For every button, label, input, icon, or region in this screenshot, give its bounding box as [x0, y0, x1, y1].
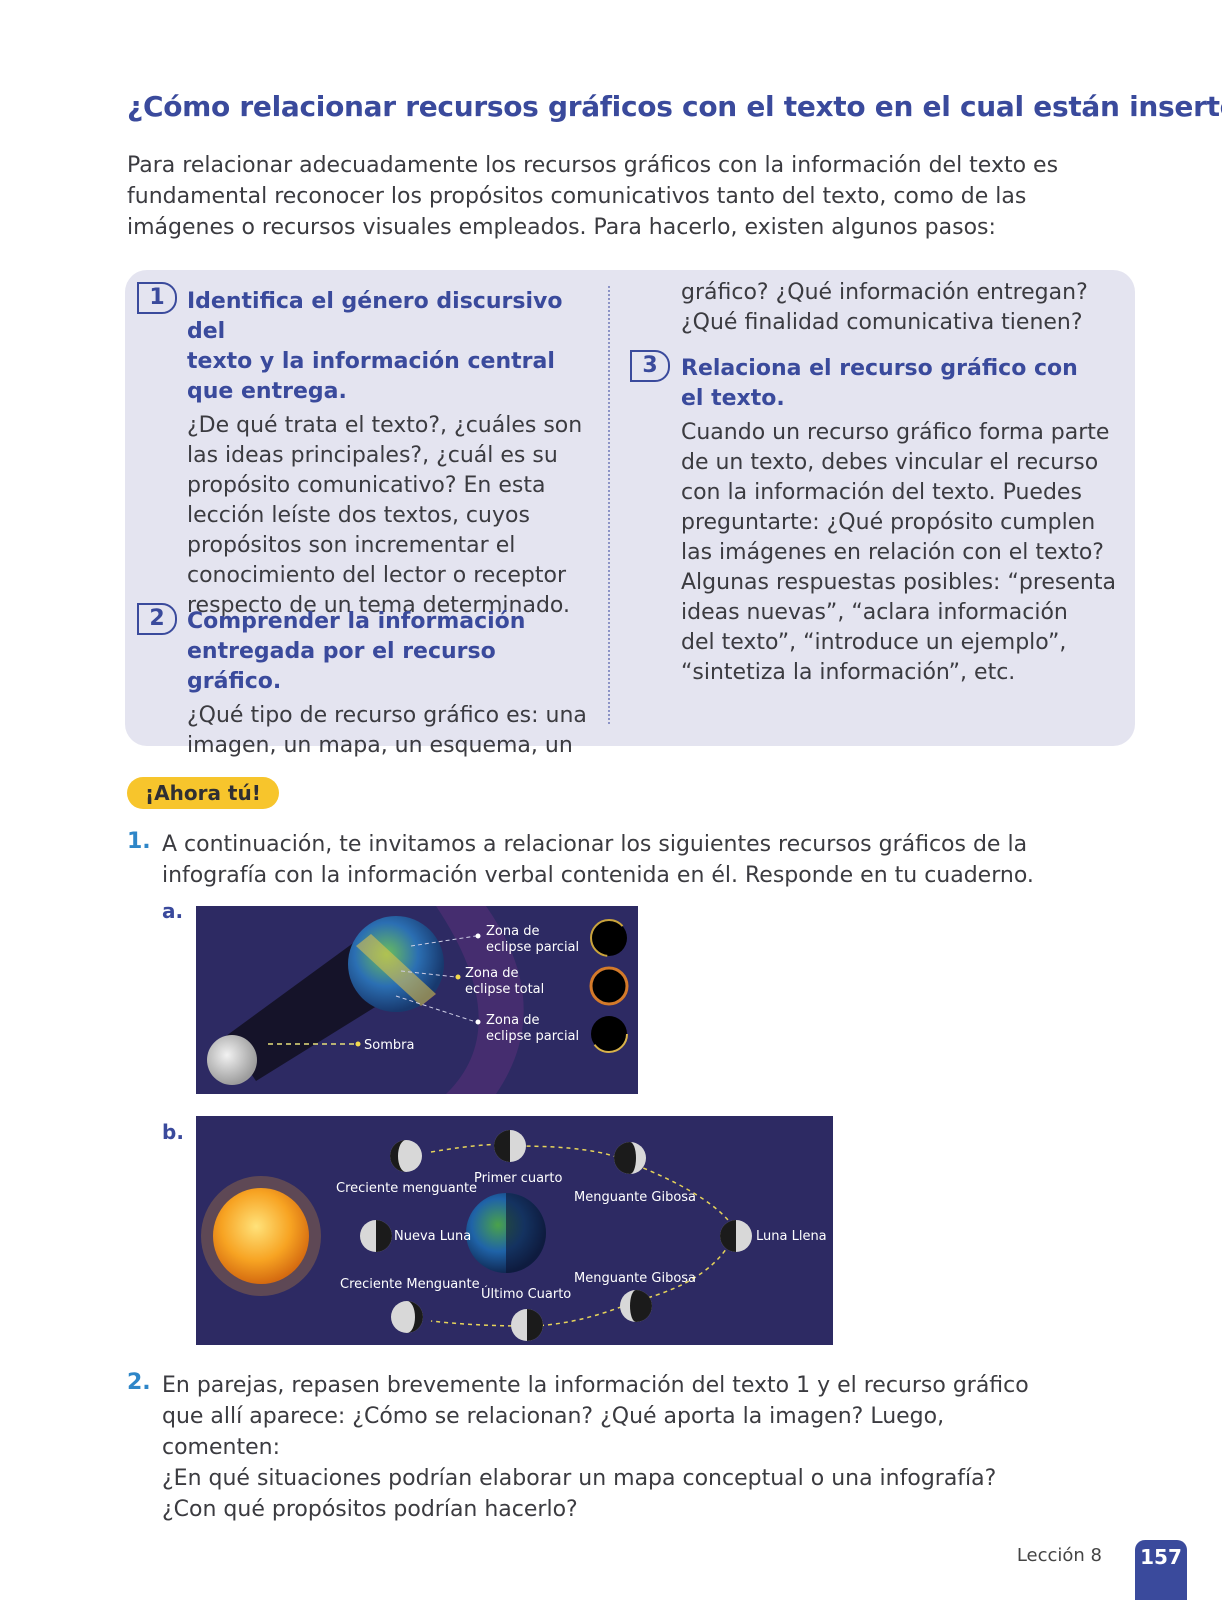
label-menguante-gibosa-bottom: Menguante Gibosa	[574, 1271, 696, 1286]
step-number-badge: 2	[137, 603, 177, 635]
moon-shadow	[407, 1301, 423, 1333]
pointer-dot	[455, 974, 461, 980]
step-title-line: que entrega.	[187, 379, 347, 404]
step-number-badge: 1	[137, 282, 177, 314]
step-title-line: Relaciona el recurso gráfico con	[681, 356, 1078, 381]
step-title-line: el texto.	[681, 386, 785, 411]
step-2-continued: gráfico? ¿Qué información entregan? ¿Qué…	[681, 278, 1121, 338]
step-1: Identifica el género discursivo del text…	[187, 287, 597, 621]
moon-shadow	[614, 1142, 636, 1174]
label-partial-bottom-2: eclipse parcial	[486, 1029, 579, 1044]
question-line: En parejas, repasen brevemente la inform…	[162, 1373, 1029, 1398]
question-line: ¿En qué situaciones podrían elaborar un …	[162, 1466, 997, 1491]
question-number: 2.	[127, 1370, 151, 1395]
label-partial-bottom-1: Zona de	[486, 1013, 539, 1028]
step-body-line: Algunas respuestas posibles: “presenta	[681, 570, 1116, 595]
eclipse-zone-band	[356, 934, 436, 1006]
pointer-dot	[475, 933, 481, 939]
page-number: 157	[1135, 1540, 1187, 1600]
question-number: 1.	[127, 829, 151, 854]
step-title-line: entregada por el recurso gráfico.	[187, 639, 496, 694]
pointer-dot	[355, 1041, 361, 1047]
step-body-line: de un texto, debes vincular el recurso	[681, 450, 1099, 475]
label-partial-top-2: eclipse parcial	[486, 940, 579, 955]
step-body-line: las imágenes en relación con el texto?	[681, 540, 1104, 565]
step-body-line: con la información del texto. Puedes	[681, 480, 1082, 505]
step-body-line: Cuando un recurso gráfico forma parte	[681, 420, 1110, 445]
label-total-1: Zona de	[465, 966, 518, 981]
intro-paragraph: Para relacionar adecuadamente los recurs…	[127, 150, 1127, 243]
step-body-line: del texto”, “introduce un ejemplo”,	[681, 630, 1067, 655]
moon-icon	[207, 1035, 257, 1085]
moon-shadow	[527, 1309, 543, 1341]
figure-a-label: a.	[162, 899, 184, 923]
moon-phases-infographic: Creciente menguante Primer cuarto Mengua…	[196, 1116, 833, 1345]
moon-shadow	[720, 1220, 736, 1252]
step-body: Cuando un recurso gráfico forma parte de…	[681, 418, 1121, 688]
step-body-line: ideas nuevas”, “aclara información	[681, 600, 1068, 625]
ahora-tu-badge: ¡Ahora tú!	[127, 777, 279, 809]
sun-icon	[213, 1188, 309, 1284]
step-body-line: gráfico? ¿Qué información entregan?	[681, 280, 1088, 305]
step-body-line: respecto de un tema determinado.	[187, 593, 570, 618]
question-line: ¿Con qué propósitos podrían hacerlo?	[162, 1497, 578, 1522]
question-text: En parejas, repasen brevemente la inform…	[162, 1370, 1062, 1525]
pointer-dot	[475, 1019, 481, 1025]
label-sombra: Sombra	[364, 1038, 414, 1053]
label-creciente-menguante-top: Creciente menguante	[336, 1181, 477, 1196]
intro-line: Para relacionar adecuadamente los recurs…	[127, 153, 1059, 178]
label-menguante-gibosa-top: Menguante Gibosa	[574, 1190, 696, 1205]
zone-pointer	[410, 935, 477, 947]
zone-pointer	[395, 995, 477, 1023]
step-body-line: las ideas principales?, ¿cuál es su	[187, 443, 558, 468]
label-partial-top-1: Zona de	[486, 924, 539, 939]
moon-shadow	[390, 1140, 406, 1172]
eclipse-infographic: Sombra Zona de eclipse parcial Zona de e…	[196, 906, 638, 1094]
total-eclipse-icon	[589, 966, 629, 1006]
partial-eclipse-icon	[590, 919, 628, 957]
step-2: Comprender la información entregada por …	[187, 607, 597, 761]
label-total-2: eclipse total	[465, 982, 544, 997]
background-swirl	[436, 906, 524, 1094]
step-body: ¿De qué trata el texto?, ¿cuáles son las…	[187, 411, 597, 621]
label-nueva-luna: Nueva Luna	[394, 1229, 471, 1244]
step-body-line: propósitos son incrementar el	[187, 533, 516, 558]
label-creciente-menguante-bottom: Creciente Menguante	[340, 1277, 480, 1292]
figure-b-label: b.	[162, 1120, 184, 1144]
moon-shadow	[494, 1130, 510, 1162]
step-body: ¿Qué tipo de recurso gráfico es: una ima…	[187, 701, 597, 761]
label-primer-cuarto: Primer cuarto	[474, 1171, 563, 1186]
step-number-badge: 3	[630, 350, 670, 382]
column-divider	[608, 286, 610, 724]
question-line: infografía con la información verbal con…	[162, 863, 1034, 888]
label-luna-llena: Luna Llena	[756, 1229, 827, 1244]
steps-box	[125, 270, 1135, 746]
lesson-label: Lección 8	[1016, 1545, 1102, 1566]
step-body-line: ¿De qué trata el texto?, ¿cuáles son	[187, 413, 583, 438]
partial-eclipse-icon	[590, 1015, 628, 1053]
step-body-line: propósito comunicativo? En esta	[187, 473, 546, 498]
earth-night-side	[506, 1193, 546, 1273]
moon-shadow	[630, 1290, 652, 1322]
step-3: Relaciona el recurso gráfico con el text…	[681, 354, 1121, 688]
step-body-line: lección leíste dos textos, cuyos	[187, 503, 530, 528]
step-body-line: conocimiento del lector o receptor	[187, 563, 567, 588]
intro-line: imágenes o recursos visuales empleados. …	[127, 215, 996, 240]
label-ultimo-cuarto: Último Cuarto	[481, 1286, 571, 1302]
step-title-line: Comprender la información	[187, 609, 526, 634]
step-title-line: texto y la información central	[187, 349, 555, 374]
intro-line: fundamental reconocer los propósitos com…	[127, 184, 1027, 209]
section-heading: ¿Cómo relacionar recursos gráficos con e…	[127, 90, 1222, 123]
question-text: A continuación, te invitamos a relaciona…	[162, 829, 1062, 891]
step-body-line: preguntarte: ¿Qué propósito cumplen	[681, 510, 1096, 535]
step-title-line: Identifica el género discursivo del	[187, 289, 563, 344]
question-line: A continuación, te invitamos a relaciona…	[162, 832, 1028, 857]
step-body-line: ¿Qué finalidad comunicativa tienen?	[681, 310, 1083, 335]
step-body-line: imagen, un mapa, un esquema, un	[187, 733, 573, 758]
zone-pointer	[400, 970, 457, 978]
question-line: que allí aparece: ¿Cómo se relacionan? ¿…	[162, 1404, 945, 1460]
step-body-line: ¿Qué tipo de recurso gráfico es: una	[187, 703, 587, 728]
moon-shadow	[376, 1220, 392, 1252]
step-body-line: “sintetiza la información”, etc.	[681, 660, 1016, 685]
